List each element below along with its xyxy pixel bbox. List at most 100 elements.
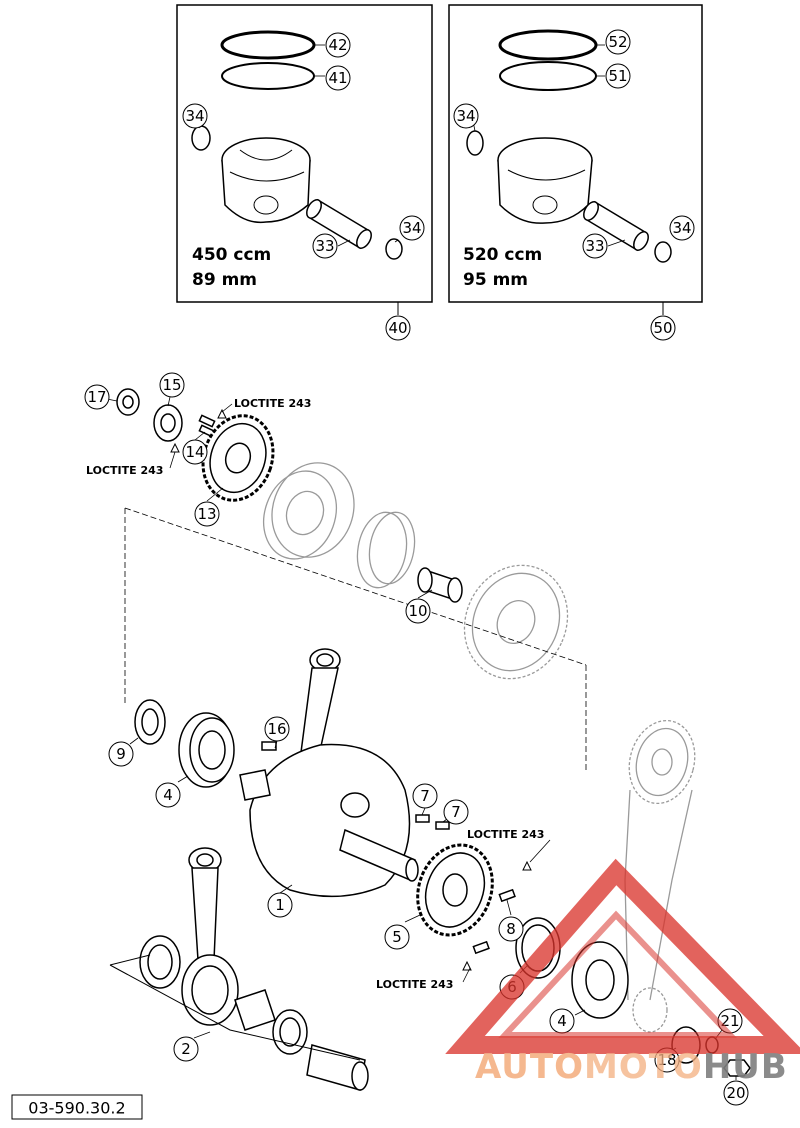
- oil-seal-icon: [116, 388, 140, 416]
- crank-gear-icon: [416, 843, 494, 937]
- screw-icon: [472, 940, 490, 955]
- callout-20: 20: [723, 1080, 749, 1106]
- callout-51: 51: [605, 63, 631, 89]
- primary-gear-icon: [201, 414, 275, 502]
- svg-text:16: 16: [267, 720, 286, 738]
- woodruff-key-icon: [435, 821, 450, 830]
- svg-text:34: 34: [185, 107, 204, 125]
- svg-text:51: 51: [608, 67, 627, 85]
- bearing-icon: [153, 404, 183, 442]
- callout-42: 42: [325, 32, 351, 58]
- connecting-rod-icon: [299, 648, 341, 761]
- circlip-icon: [654, 241, 672, 263]
- callout-9: 9: [108, 741, 134, 767]
- loctite-label: LOCTITE 243: [376, 978, 453, 991]
- watermark-logo: AUTOMOTOHUB: [445, 858, 800, 1087]
- woodruff-key-icon: [261, 741, 277, 751]
- watermark-part2: MOTO: [584, 1047, 703, 1087]
- loctite-label: LOCTITE 243: [86, 464, 163, 477]
- svg-text:2: 2: [181, 1040, 191, 1058]
- svg-text:15: 15: [162, 376, 181, 394]
- svg-text:5: 5: [392, 928, 402, 946]
- svg-text:21: 21: [720, 1012, 739, 1030]
- svg-text:10: 10: [408, 602, 427, 620]
- freewheel-icon: [356, 511, 416, 589]
- woodruff-key-icon: [415, 814, 430, 823]
- svg-text:14: 14: [185, 443, 204, 461]
- piston-ring-top: [498, 29, 598, 61]
- piston-ring-second: [221, 62, 315, 90]
- shaft-seal-icon: [134, 699, 166, 745]
- svg-text:34: 34: [402, 219, 421, 237]
- callout-50: 50: [650, 315, 676, 341]
- circlip-icon: [191, 125, 211, 151]
- bore-ccm-label: 450 ccm: [192, 245, 271, 265]
- svg-text:7: 7: [420, 787, 430, 805]
- callout-13: 13: [194, 501, 220, 527]
- callout-34: 34: [669, 215, 695, 241]
- bore-mm-label: 95 mm: [463, 270, 528, 290]
- svg-text:8: 8: [506, 920, 516, 938]
- svg-text:20: 20: [726, 1084, 745, 1102]
- svg-text:9: 9: [116, 745, 126, 763]
- piston-ring-top: [220, 30, 316, 60]
- part-code-box: 03-590.30.2: [11, 1094, 143, 1120]
- piston-kit-520-box: 520 ccm 95 mm: [448, 4, 703, 303]
- callout-2: 2: [173, 1036, 199, 1062]
- starter-gear-icon: [463, 564, 569, 680]
- main-bearing-icon: [571, 941, 629, 1019]
- svg-text:18: 18: [657, 1051, 676, 1069]
- svg-text:42: 42: [328, 36, 347, 54]
- svg-text:4: 4: [557, 1012, 567, 1030]
- ghost-parts: [263, 462, 696, 1033]
- circlip-icon: [385, 238, 403, 260]
- svg-text:33: 33: [315, 237, 334, 255]
- callout-1: 1: [267, 892, 293, 918]
- callout-5: 5: [384, 924, 410, 950]
- callout-7: 7: [412, 783, 438, 809]
- svg-text:1: 1: [275, 896, 285, 914]
- callout-7: 7: [443, 799, 469, 825]
- svg-text:40: 40: [388, 319, 407, 337]
- callout-4: 4: [549, 1008, 575, 1034]
- callout-4: 4: [155, 782, 181, 808]
- callout-41: 41: [325, 65, 351, 91]
- loctite-label: LOCTITE 243: [467, 828, 544, 841]
- cam-sprocket-icon: [628, 719, 696, 805]
- callout-33: 33: [582, 233, 608, 259]
- loctite-label: LOCTITE 243: [234, 397, 311, 410]
- callout-52: 52: [605, 29, 631, 55]
- piston-icon: [221, 137, 311, 224]
- callout-8: 8: [498, 916, 524, 942]
- crankshaft-icon: [239, 743, 419, 898]
- svg-text:33: 33: [585, 237, 604, 255]
- callout-33: 33: [312, 233, 338, 259]
- screw-icon: [498, 888, 516, 903]
- watermark-part3: HUB: [703, 1047, 788, 1087]
- connecting-rod-kit-icon: [139, 847, 369, 1091]
- needle-bearing-icon: [417, 567, 463, 603]
- svg-text:17: 17: [87, 388, 106, 406]
- bore-mm-label: 89 mm: [192, 270, 257, 290]
- callout-10: 10: [405, 598, 431, 624]
- callout-16: 16: [264, 716, 290, 742]
- callout-34: 34: [399, 215, 425, 241]
- main-bearing-icon: [178, 712, 235, 788]
- callout-34: 34: [182, 103, 208, 129]
- svg-text:AUTOMOTOHUB: AUTOMOTOHUB: [475, 1047, 788, 1087]
- callout-15: 15: [159, 372, 185, 398]
- svg-text:13: 13: [197, 505, 216, 523]
- callout-14: 14: [182, 439, 208, 465]
- piston-pin-icon: [583, 200, 649, 252]
- callout-17: 17: [84, 384, 110, 410]
- piston-kit-450-box: 450 ccm 89 mm: [176, 4, 433, 303]
- callout-40: 40: [385, 315, 411, 341]
- part-code: 03-590.30.2: [28, 1099, 125, 1118]
- circlip-icon: [466, 130, 484, 156]
- piston-pin-icon: [306, 198, 372, 250]
- svg-text:34: 34: [672, 219, 691, 237]
- piston-ring-second: [499, 61, 597, 91]
- watermark-part1: AUTO: [475, 1047, 584, 1087]
